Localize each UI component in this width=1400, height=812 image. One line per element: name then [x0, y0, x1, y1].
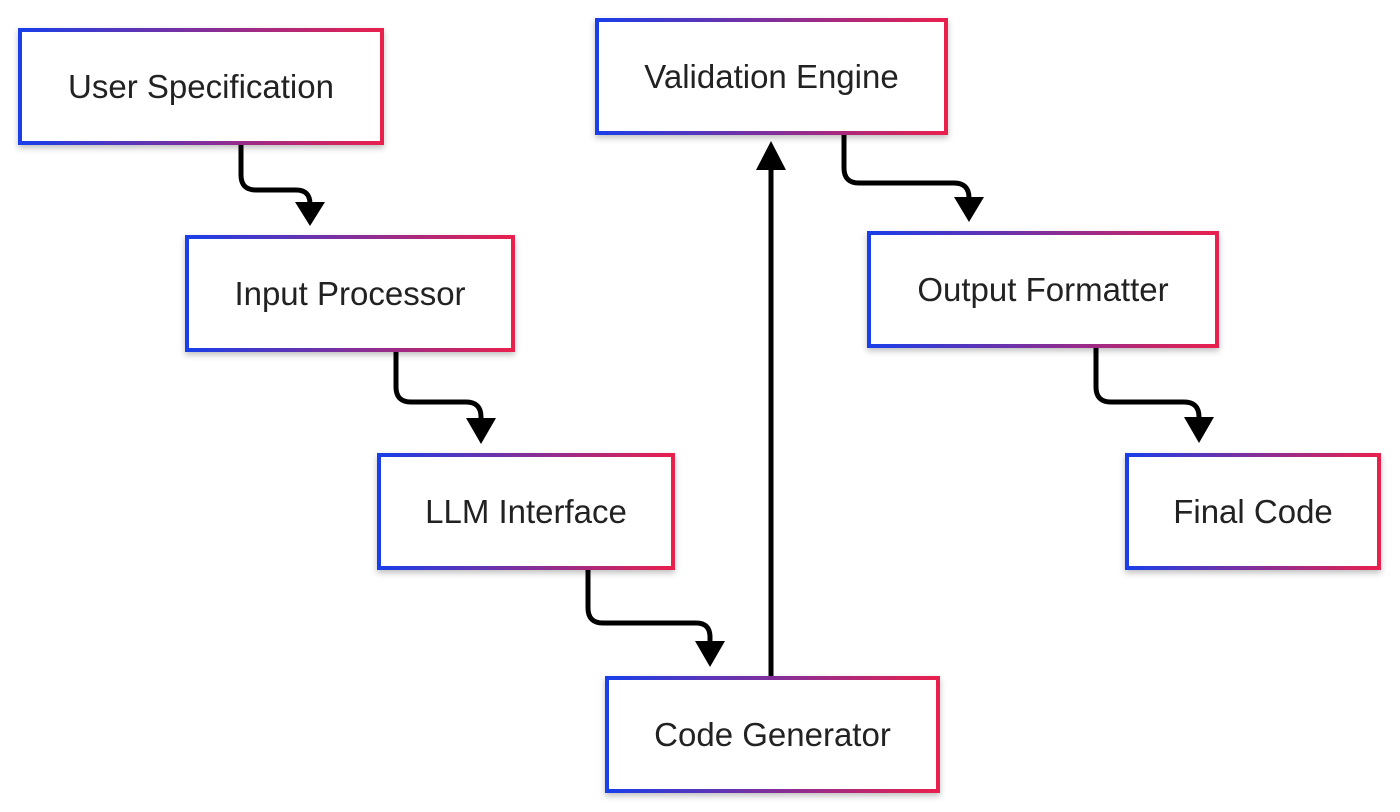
node-label: User Specification: [68, 67, 334, 105]
edge-output-to-final: [1093, 348, 1202, 420]
node-llm-interface: LLM Interface: [377, 453, 675, 570]
arrowhead-final: [1184, 417, 1214, 443]
node-user-specification: User Specification: [18, 28, 384, 145]
node-validation-engine: Validation Engine: [595, 18, 948, 135]
node-label: Final Code: [1173, 492, 1333, 530]
node-label: LLM Interface: [425, 492, 627, 530]
edge-input-to-llm: [393, 352, 484, 420]
node-final-code: Final Code: [1125, 453, 1381, 570]
edge-user-to-input: [238, 145, 313, 208]
node-label: Output Formatter: [917, 270, 1169, 308]
edge-llm-to-code: [585, 570, 713, 645]
node-label: Code Generator: [654, 715, 891, 753]
arrowhead-code: [695, 641, 725, 667]
edge-validation-to-output: [841, 135, 972, 201]
arrowhead-validation: [756, 141, 786, 170]
arrowhead-input: [295, 202, 325, 226]
node-code-generator: Code Generator: [605, 676, 940, 793]
arrowhead-llm: [466, 418, 496, 444]
arrowhead-output: [954, 197, 984, 222]
node-output-formatter: Output Formatter: [867, 231, 1219, 348]
node-label: Validation Engine: [644, 57, 899, 95]
node-label: Input Processor: [234, 274, 466, 312]
node-input-processor: Input Processor: [185, 235, 515, 352]
